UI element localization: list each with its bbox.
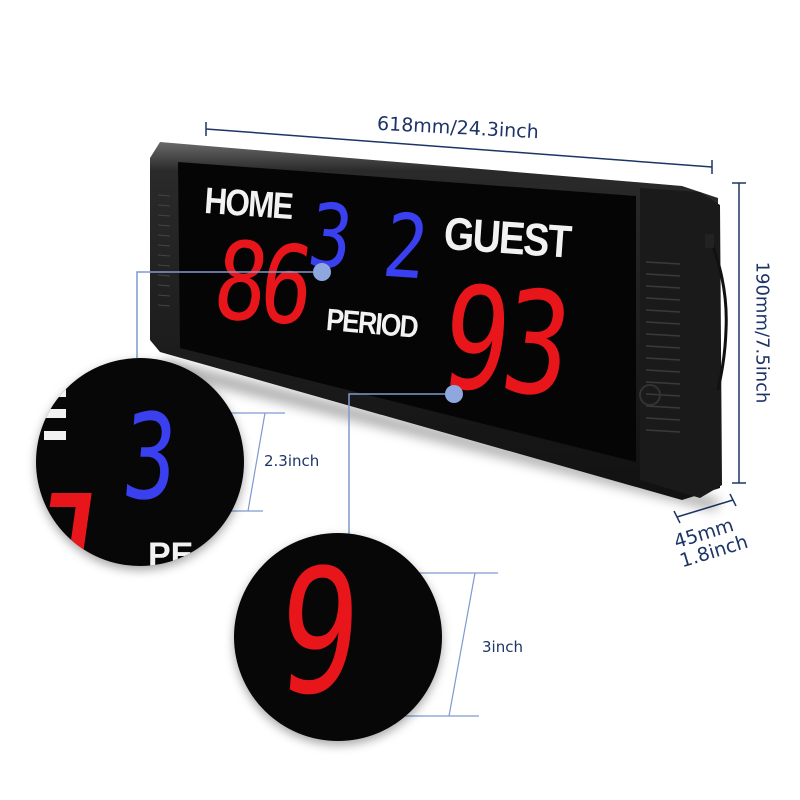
- callout-digit-blue: 3: [117, 388, 183, 526]
- guest-score: 93: [433, 256, 575, 429]
- callout-period-digit: 3 PE: [36, 358, 244, 566]
- callout-digit-red: 9: [270, 533, 369, 733]
- callout-home-fragment: [44, 388, 66, 440]
- callout-score-digit: 9: [234, 533, 442, 741]
- home-score: 86: [207, 219, 315, 350]
- callout-size-small: 2.3inch: [264, 452, 320, 470]
- callout-period-fragment: PE: [148, 536, 194, 566]
- callout-size-large: 3inch: [482, 638, 523, 656]
